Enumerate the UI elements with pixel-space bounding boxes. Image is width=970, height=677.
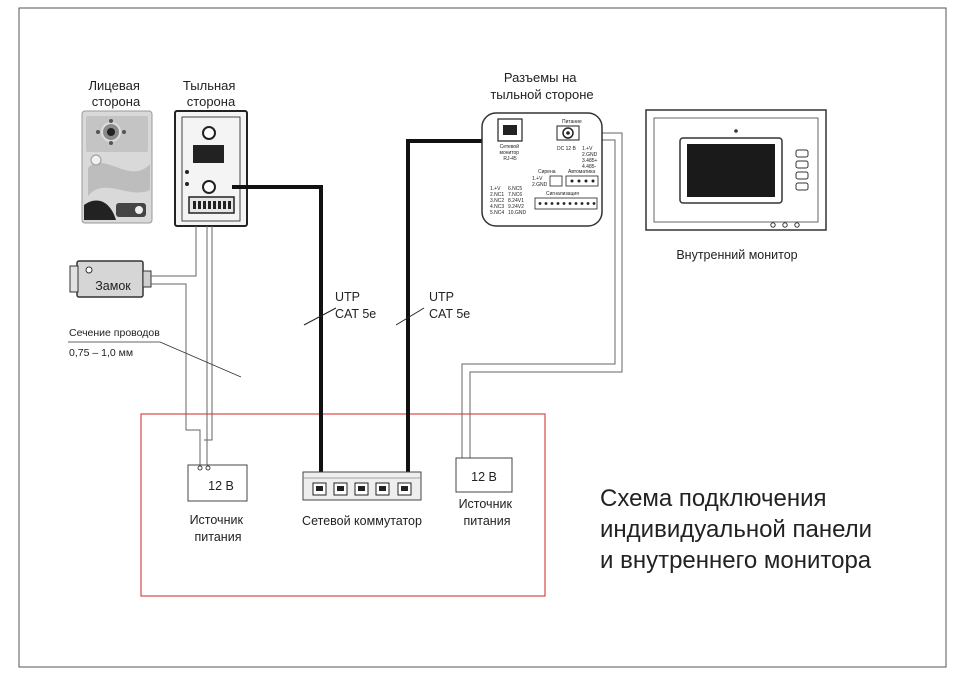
alarm-label: Сигнализация	[546, 191, 579, 197]
psu-left-terminal-1	[197, 465, 203, 471]
psu-left-voltage: 12 В	[208, 479, 234, 493]
network-connector-label: Сетевой монитор RJ-45	[500, 143, 521, 162]
front-panel-image	[81, 110, 153, 224]
thin-wires	[151, 132, 623, 466]
psu-left-box	[187, 464, 248, 502]
psu-left-terminal-2	[205, 465, 211, 471]
psu-left-caption: Источник питания	[190, 513, 247, 544]
nc-pins-label: 1.+V 2.NC1 3.NC2 4.NC3 5.NC4	[490, 186, 506, 216]
psu-right-box	[455, 457, 513, 493]
siren-label: Сирена	[538, 169, 556, 175]
power-connector-label: Питание	[562, 119, 582, 125]
back-panel-image	[174, 110, 248, 227]
utp-right-tick	[395, 307, 425, 326]
network-switch-image	[302, 471, 422, 501]
indoor-monitor-label: Внутренний монитор	[676, 248, 797, 262]
psu-right-voltage: 12 В	[471, 470, 497, 484]
utp-right-label: UTP CAT 5e	[429, 290, 470, 321]
rs-pins-label: 1.+V 2.GND 3.485+ 4.485-	[582, 146, 599, 170]
lock-label: Замок	[95, 279, 131, 293]
diagram-title: Схема подключения индивидуальной панели …	[600, 485, 879, 574]
utp-left-tick	[303, 307, 337, 326]
indoor-monitor-image	[645, 109, 827, 231]
connectors-label: Разъемы на тыльной стороне	[490, 70, 593, 102]
utp-left-label: UTP CAT 5e	[335, 290, 376, 321]
red-area-box	[140, 413, 546, 597]
dc-label: DC 12 В	[557, 146, 577, 152]
lock-image	[69, 260, 152, 298]
nc-pins-right-label: 6.NC5 7.NC6 8.24V1 9.24V2 10.GND	[508, 186, 526, 216]
wire-section-pointer	[159, 341, 242, 378]
wire-section-label: Сечение проводов 0,75 – 1,0 мм	[69, 327, 163, 359]
back-side-label: Тыльная сторона	[183, 78, 239, 109]
siren-pins-label: 1.+V 2.GND	[532, 176, 548, 188]
psu-right-caption: Источник питания	[459, 497, 516, 528]
front-side-label: Лицевая сторона	[89, 78, 144, 109]
automation-label: Автоматика	[568, 169, 595, 175]
switch-label: Сетевой коммутатор	[302, 514, 422, 528]
connector-panel: Сетевой монитор RJ-45 Питание DC 12 В 1.…	[481, 112, 603, 227]
outer-frame	[18, 7, 947, 668]
